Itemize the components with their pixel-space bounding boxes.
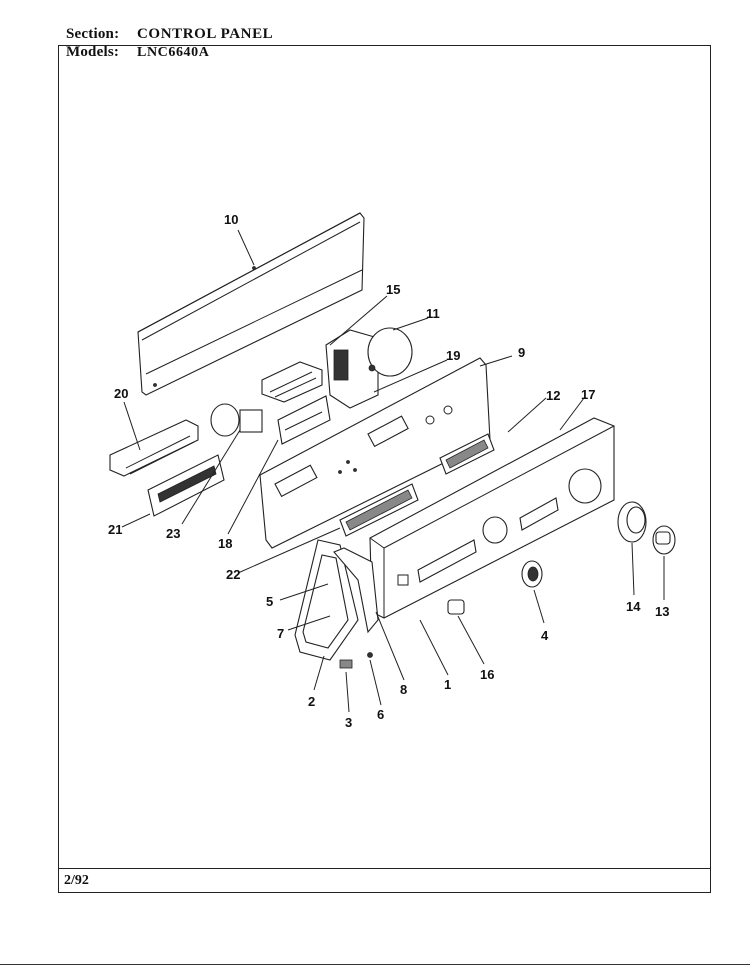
part-11-timer — [325, 327, 413, 409]
callout-5: 5 — [266, 594, 273, 609]
footer-divider — [58, 868, 711, 869]
part-22-display-board — [339, 433, 495, 537]
callout-6: 6 — [377, 707, 384, 722]
part-pressure-switch — [210, 403, 263, 437]
callout-2: 2 — [308, 694, 315, 709]
callout-8: 8 — [400, 682, 407, 697]
callout-15: 15 — [386, 282, 400, 297]
callout-11: 11 — [426, 306, 440, 321]
part-23-bracket — [277, 395, 331, 445]
callout-19: 19 — [446, 348, 460, 363]
callout-4: 4 — [541, 628, 549, 643]
callout-14: 14 — [626, 599, 641, 614]
callout-20: 20 — [114, 386, 128, 401]
page-bottom-rule — [0, 964, 750, 965]
models-value: LNC6640A — [137, 45, 210, 60]
part-6-screw — [367, 652, 373, 658]
callout-9: 9 — [518, 345, 525, 360]
part-20-switch-bank — [109, 419, 199, 477]
part-13-knob — [652, 525, 676, 555]
section-value: CONTROL PANEL — [137, 26, 274, 42]
revision-date: 2/92 — [64, 873, 89, 888]
callout-7: 7 — [277, 626, 284, 641]
part-4-knob — [521, 560, 543, 588]
callout-17: 17 — [581, 387, 595, 402]
section-label: Section: — [66, 26, 120, 42]
leader-lines — [121, 229, 665, 713]
callout-3: 3 — [345, 715, 352, 730]
part-10-rear-panel — [137, 212, 365, 396]
callout-10: 10 — [224, 212, 238, 227]
callout-23: 23 — [166, 526, 180, 541]
part-8-side-trim — [333, 547, 379, 634]
part-15-switch — [261, 361, 323, 403]
callout-12: 12 — [546, 388, 560, 403]
callout-13: 13 — [655, 604, 669, 619]
part-16-button — [447, 599, 465, 615]
callout-18: 18 — [218, 536, 232, 551]
callout-22: 22 — [226, 567, 240, 582]
diagram-frame — [58, 45, 711, 893]
part-14-knob-skirt — [617, 501, 647, 543]
part-21-lens — [147, 454, 225, 517]
callout-21: 21 — [108, 522, 122, 537]
part-5-end-cap — [294, 539, 359, 661]
models-label: Models: — [66, 44, 120, 60]
part-3-clip — [339, 659, 353, 669]
callout-16: 16 — [480, 667, 494, 682]
part-17-front-console — [369, 417, 615, 619]
callout-1: 1 — [444, 677, 451, 692]
